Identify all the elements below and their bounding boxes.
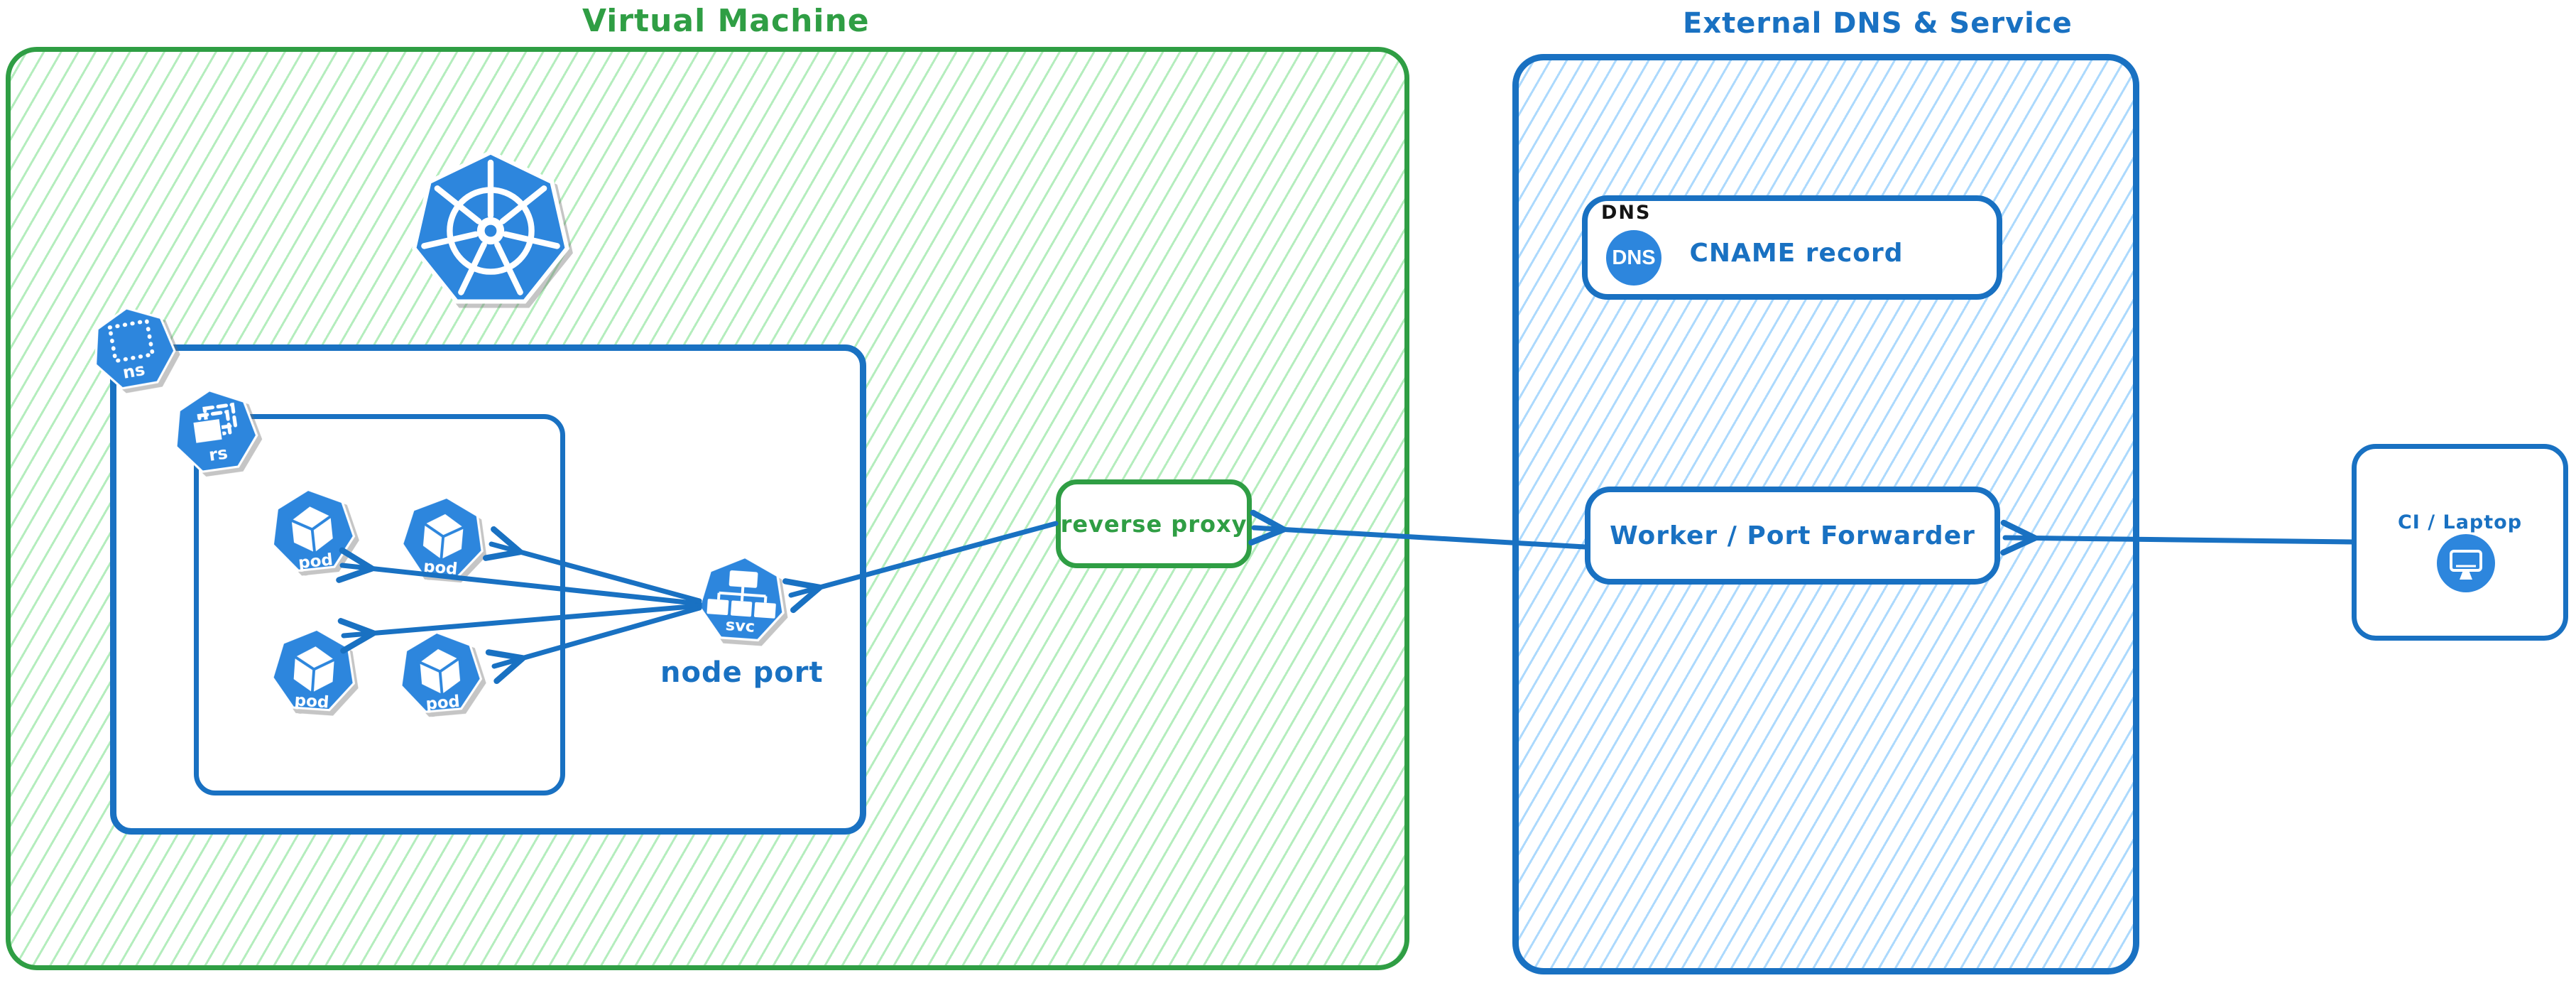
- kubernetes-logo-icon: [412, 150, 569, 304]
- pod-icon-label: pod: [294, 691, 329, 712]
- pod-1-icon: pod: [271, 488, 356, 572]
- dns-tag-label: DNS: [1601, 202, 1652, 224]
- replicaset-icon: rs: [175, 389, 258, 473]
- namespace-icon: ns: [94, 307, 176, 390]
- monitor-icon: [2437, 534, 2495, 592]
- ci-laptop-label: CI / Laptop: [2397, 511, 2523, 533]
- svc-icon-label: svc: [725, 616, 755, 636]
- reverse-proxy-label: reverse proxy: [1060, 510, 1248, 538]
- dns-badge-label: DNS: [1612, 246, 1656, 269]
- pod-2-icon: pod: [400, 496, 484, 579]
- worker-port-forwarder-label: Worker / Port Forwarder: [1610, 521, 1975, 550]
- node-port-label: node port: [660, 656, 824, 689]
- service-icon: svc: [698, 555, 785, 642]
- pod-4-icon: pod: [400, 631, 483, 714]
- cname-record-label: CNAME record: [1689, 239, 1904, 268]
- rs-icon-label: rs: [207, 442, 229, 465]
- pod-3-icon: pod: [271, 628, 356, 712]
- external-group-title: External DNS & Service: [1683, 7, 2073, 40]
- pod-icon-label: pod: [425, 693, 461, 714]
- vm-group-title: Virtual Machine: [582, 3, 870, 39]
- pod-icon-label: pod: [298, 550, 334, 572]
- ns-icon-label: ns: [121, 359, 147, 383]
- reverse-proxy-box: reverse proxy: [1056, 479, 1252, 568]
- worker-port-forwarder-box: Worker / Port Forwarder: [1585, 487, 2000, 585]
- dns-badge-icon: DNS: [1606, 230, 1661, 286]
- pod-icon-label: pod: [422, 558, 458, 579]
